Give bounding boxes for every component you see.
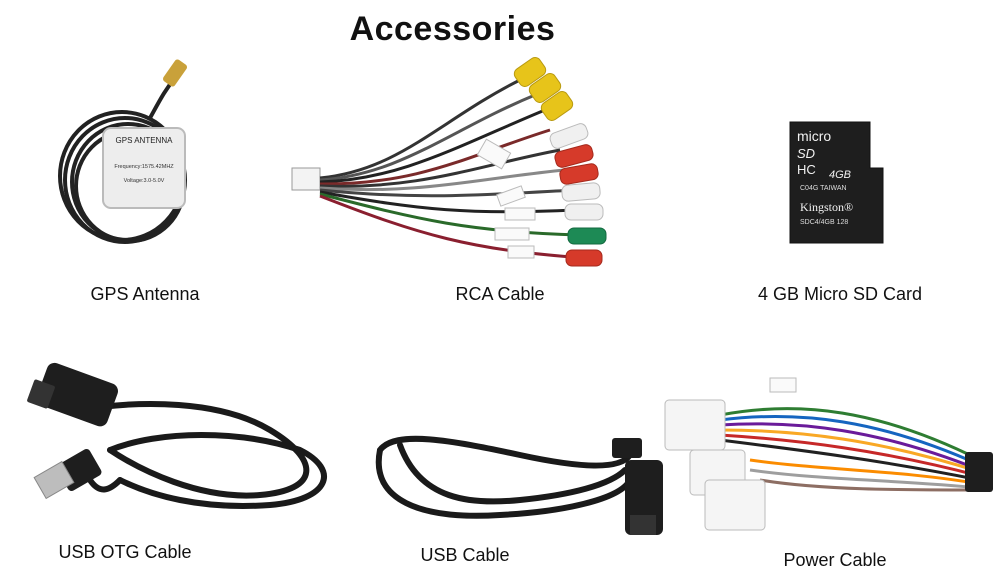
- usb-cable-caption: USB Cable: [420, 545, 510, 565]
- page-title: Accessories: [349, 10, 556, 48]
- sd-model-label: SDC4/4GB 128: [800, 219, 848, 226]
- usb-otg-caption: USB OTG Cable: [58, 542, 192, 562]
- gps-frequency-label: Frequency:1575.42MHZ: [114, 164, 174, 170]
- sd-code-label: C04G TAIWAN: [800, 185, 847, 192]
- sd-brand-label: Kingston®: [800, 200, 853, 214]
- micro-sd-caption: 4 GB Micro SD Card: [757, 284, 923, 304]
- sd-capacity-label: 4GB: [829, 169, 851, 181]
- gps-antenna-caption: GPS Antenna: [90, 284, 200, 304]
- rca-cable-caption: RCA Cable: [455, 284, 545, 304]
- power-cable-caption: Power Cable: [783, 550, 887, 570]
- sd-micro-label: micro: [797, 128, 831, 144]
- gps-voltage-label: Voltage:3.0-5.0V: [124, 178, 165, 184]
- gps-label: GPS ANTENNA: [116, 136, 174, 145]
- sd-logo-label: SD: [797, 146, 815, 161]
- sd-hc-label: HC: [797, 162, 816, 177]
